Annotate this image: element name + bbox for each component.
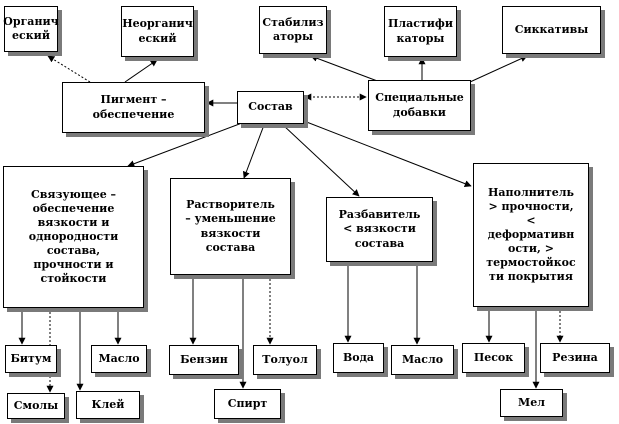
node-rubber: Резина — [540, 343, 610, 373]
node-stabilizers: Стабилиз аторы — [259, 6, 327, 54]
node-water: Вода — [333, 343, 384, 373]
node-filler: Наполнитель > прочности, < деформативн о… — [473, 163, 589, 307]
arrow-composition-diluent — [282, 124, 360, 197]
node-toluene: Толуол — [253, 345, 317, 375]
node-composition: Состав — [237, 91, 304, 124]
node-diluent: Разбавитель < вязкости состава — [326, 197, 433, 262]
node-resins: Смолы — [7, 393, 65, 419]
node-oil-binder: Масло — [91, 345, 147, 373]
node-alcohol: Спирт — [214, 389, 281, 419]
node-pigment: Пигмент – обеспечение — [62, 82, 205, 133]
node-inorganic: Неорганич еский — [121, 6, 194, 57]
arrow-pigment-inorganic — [124, 59, 158, 83]
node-special-additives: Специальные добавки — [368, 80, 471, 131]
node-binder: Связующее – обеспечение вязкости и однор… — [3, 166, 144, 308]
node-plasticizers: Пластифи каторы — [384, 6, 457, 57]
node-glue: Клей — [76, 391, 140, 419]
node-gasoline: Бензин — [169, 345, 239, 375]
node-solvent: Растворитель – уменьшение вязкости соста… — [170, 178, 291, 275]
arrow-composition-solvent — [242, 124, 265, 179]
node-bitumen: Битум — [5, 345, 57, 373]
node-siccatives: Сиккативы — [502, 6, 601, 54]
arrow-special-siccatives — [469, 55, 528, 83]
arrow-pigment-organic — [47, 55, 91, 83]
arrow-composition-binder — [127, 122, 243, 168]
node-oil-diluent: Масло — [391, 345, 454, 375]
node-chalk: Мел — [500, 389, 563, 417]
arrow-composition-filler — [303, 120, 472, 187]
node-organic: Органич еский — [3, 6, 59, 52]
node-sand: Песок — [462, 343, 525, 373]
arrow-special-stabilizers — [310, 54, 381, 83]
